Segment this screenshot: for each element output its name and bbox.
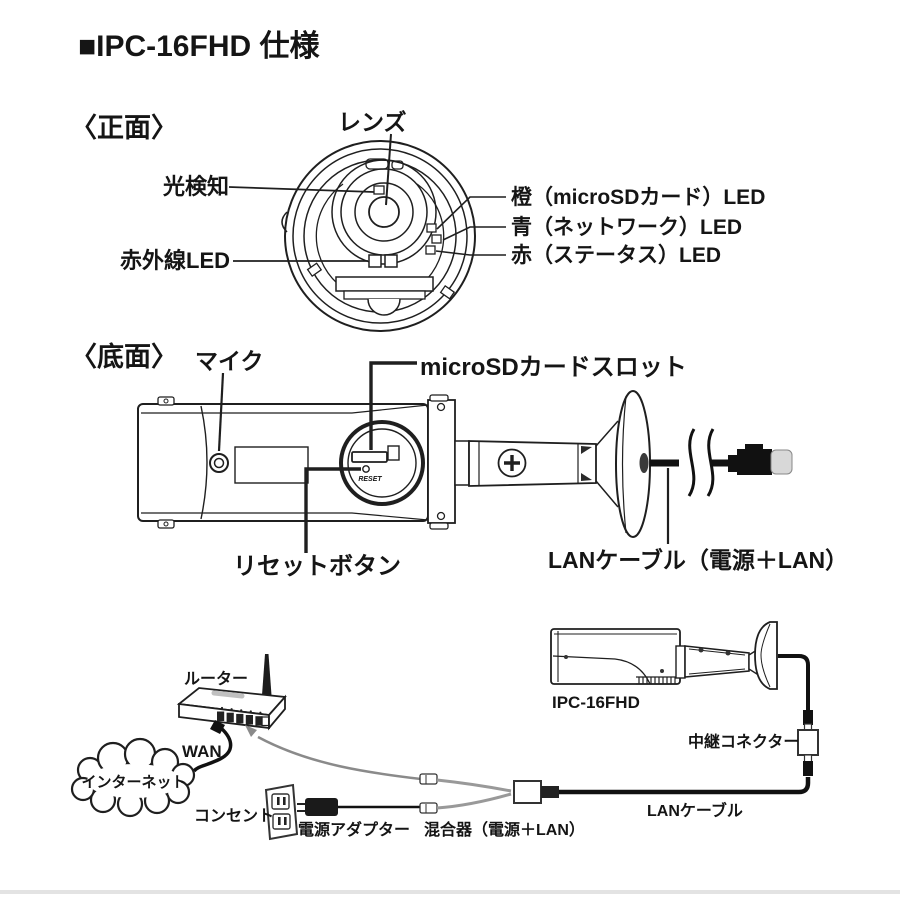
label-reset-button: リセットボタン [233, 553, 401, 580]
lan-cable-line [559, 777, 811, 795]
label-wan: WAN [182, 742, 222, 761]
status-led-marks [425, 223, 442, 255]
light-sensor-mark [373, 185, 385, 195]
camera-cable [650, 428, 793, 497]
label-ir-led: 赤外線LED [120, 248, 230, 273]
mic-hole [209, 453, 229, 473]
label-mixer: 混合器（電源＋LAN） [424, 820, 585, 839]
rj45-plug-tip [770, 449, 793, 475]
light-sensor-leader-line [228, 186, 375, 193]
label-lens: レンズ [338, 109, 407, 135]
label-power-adapter: 電源アダプター [298, 820, 410, 839]
front-section-label: 〈正面〉 [70, 113, 178, 143]
label-blue-led: 青（ネットワーク）LED [511, 215, 742, 239]
label-relay-connector: 中継コネクター [688, 732, 799, 751]
lan-to-router-arrow [245, 725, 422, 781]
outlet-illustration [264, 783, 299, 841]
camera-illustration [550, 621, 778, 690]
ir-led-marks [368, 254, 398, 268]
router-antenna [261, 654, 272, 702]
lens-leader-line [385, 133, 392, 206]
bottom-border [0, 890, 900, 894]
label-red-led: 赤（ステータス）LED [511, 243, 721, 267]
wan-cable-line [192, 720, 233, 773]
bottom-view-section: 〈底面〉 [70, 341, 848, 580]
label-outlet: コンセント [194, 808, 274, 825]
sd-slot-leader-line [369, 361, 417, 450]
bottom-section-label: 〈底面〉 [70, 341, 178, 372]
label-camera-model: IPC-16FHD [552, 693, 640, 712]
red-led-leader-line [435, 250, 506, 256]
power-adapter-illustration [297, 798, 420, 816]
router-illustration [176, 654, 287, 731]
connection-diagram-section: ルーター WAN インターネット コンセント 電源アダプター 混合器（電源＋LA… [70, 621, 819, 841]
label-mic: マイク [195, 348, 264, 374]
orange-led-leader-line [436, 196, 506, 230]
label-lan-cable: LANケーブル [647, 801, 743, 820]
label-sd-slot: microSDカードスロット [420, 354, 687, 381]
camera-to-relay-cable [778, 654, 810, 710]
reset-hole [362, 465, 370, 473]
label-lan-cable-power: LANケーブル（電源＋LAN） [548, 547, 848, 573]
label-orange-led: 橙（microSDカード）LED [511, 185, 765, 209]
mic-leader-line [217, 372, 225, 452]
front-view-section: 〈正面〉 [70, 109, 765, 332]
camera-grille [636, 676, 677, 685]
relay-connector-illustration [797, 710, 819, 776]
router-ports [217, 706, 263, 726]
front-view-drawing [281, 140, 476, 332]
bottom-view-drawing [137, 390, 793, 538]
blue-led-leader-line [442, 226, 506, 241]
label-internet: インターネット [81, 774, 186, 791]
reset-engraving: RESET [358, 476, 382, 483]
lens-circle [368, 196, 400, 228]
sd-slot-opening [351, 451, 388, 463]
page-title: ■IPC-16FHD 仕様 [78, 30, 320, 63]
label-router: ルーター [184, 670, 248, 688]
label-light-sensor: 光検知 [162, 174, 229, 199]
reset-leader-line [304, 467, 361, 553]
mixer-illustration [419, 773, 559, 814]
internet-cloud [70, 737, 196, 818]
